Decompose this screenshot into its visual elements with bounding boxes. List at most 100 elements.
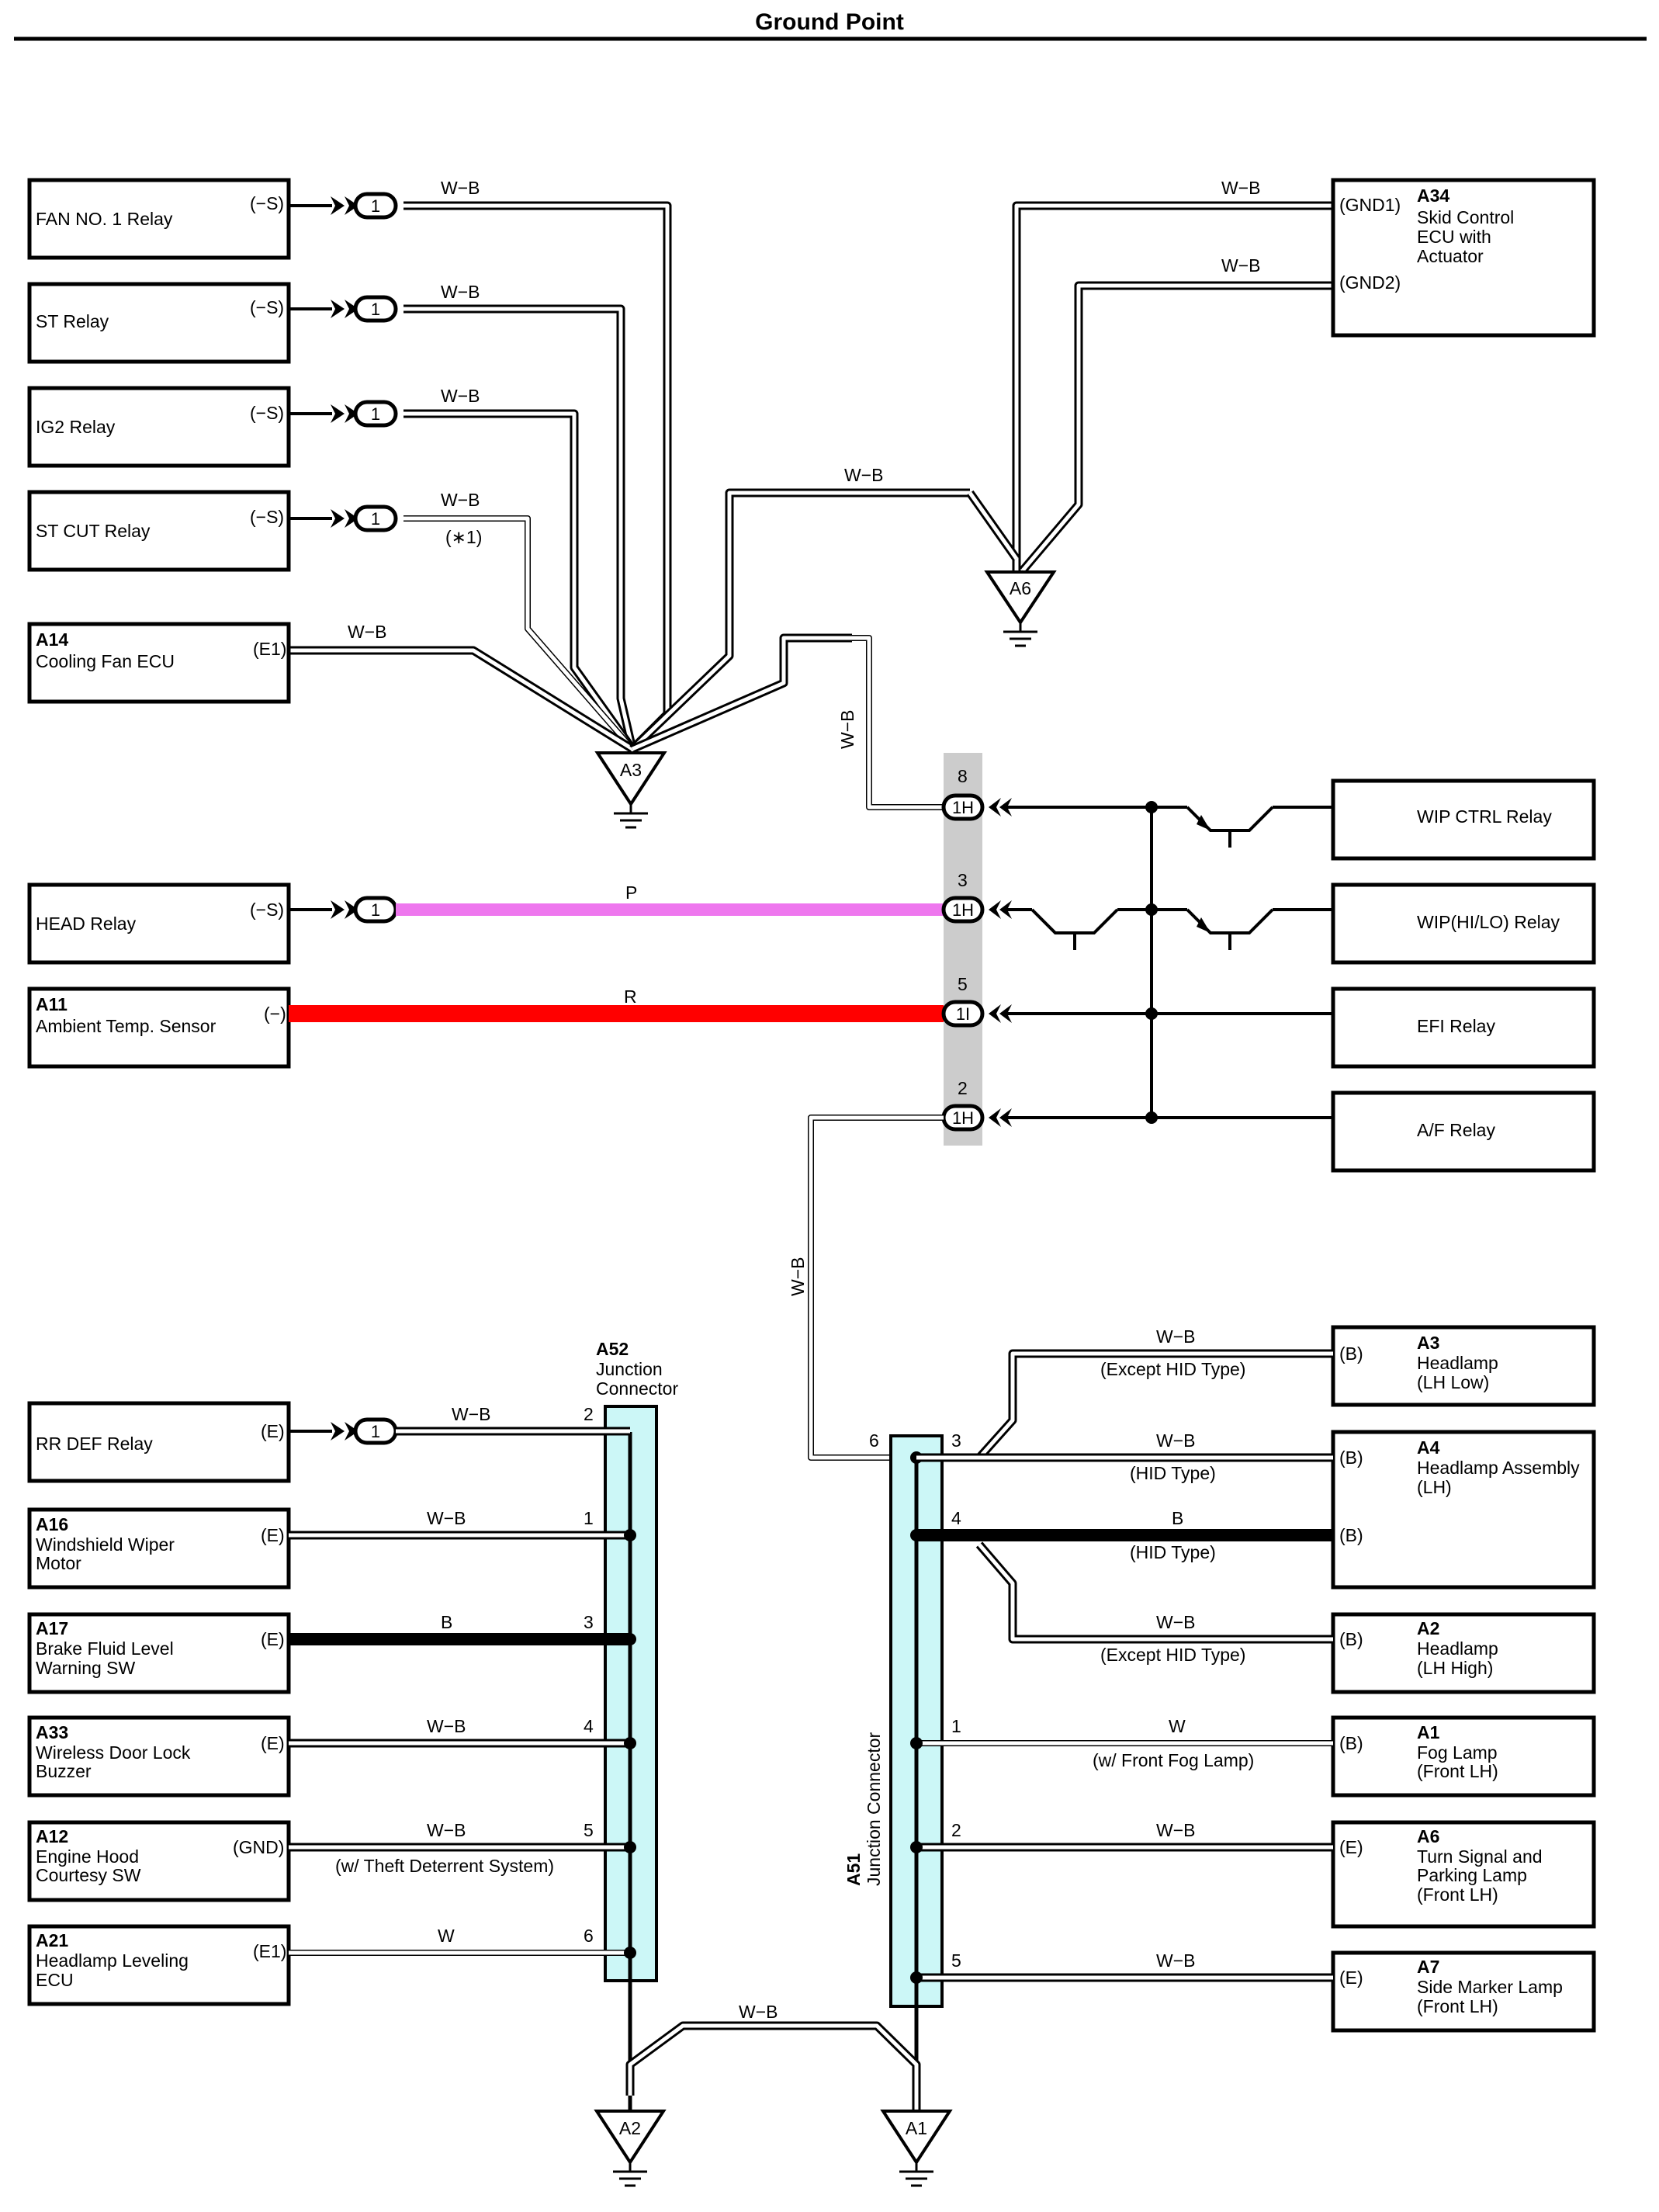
wire-label: W−B bbox=[441, 178, 480, 198]
note-star1: (∗1) bbox=[445, 527, 482, 547]
svg-text:A7: A7 bbox=[1417, 1957, 1439, 1977]
af-relay: A/F Relay bbox=[1331, 1090, 1596, 1173]
svg-text:Warning SW: Warning SW bbox=[36, 1658, 136, 1678]
wire-label: W−B bbox=[1221, 255, 1260, 276]
a17-brake-fluid-level-sw: A17 Brake Fluid Level Warning SW (E) bbox=[27, 1612, 291, 1694]
svg-text:A1: A1 bbox=[1417, 1722, 1440, 1742]
pin-label: 4 bbox=[584, 1716, 594, 1736]
a3-headlamp-lh-low: A3 Headlamp (LH Low) (B) bbox=[1331, 1325, 1596, 1407]
svg-text:(LH High): (LH High) bbox=[1417, 1658, 1493, 1678]
wire-label: W−B bbox=[441, 386, 480, 406]
svg-text:Engine Hood: Engine Hood bbox=[36, 1846, 139, 1867]
svg-text:(E): (E) bbox=[1339, 1968, 1363, 1988]
svg-text:Actuator: Actuator bbox=[1417, 246, 1484, 266]
connector-1-head: 1 bbox=[331, 896, 398, 924]
svg-text:Windshield Wiper: Windshield Wiper bbox=[36, 1534, 175, 1555]
note-hid: (HID Type) bbox=[1130, 1463, 1216, 1483]
efi-relay: EFI Relay bbox=[1331, 986, 1596, 1069]
connector-1-fan: 1 bbox=[331, 192, 398, 220]
svg-text:A11: A11 bbox=[36, 994, 68, 1014]
svg-text:(Front LH): (Front LH) bbox=[1417, 1996, 1498, 2016]
wire-to-a51 bbox=[808, 1115, 944, 1461]
head-relay: HEAD Relay (−S) bbox=[27, 882, 291, 965]
svg-text:Fog Lamp: Fog Lamp bbox=[1417, 1742, 1498, 1763]
pin-label: 6 bbox=[869, 1430, 879, 1451]
svg-text:Parking Lamp: Parking Lamp bbox=[1417, 1865, 1527, 1885]
svg-text:(E): (E) bbox=[261, 1629, 285, 1649]
svg-text:(Front LH): (Front LH) bbox=[1417, 1884, 1498, 1905]
svg-text:ST Relay: ST Relay bbox=[36, 311, 109, 331]
svg-text:(Front LH): (Front LH) bbox=[1417, 1761, 1498, 1781]
svg-text:(B): (B) bbox=[1339, 1733, 1363, 1753]
a52-label: A52 bbox=[596, 1339, 629, 1359]
svg-text:(E): (E) bbox=[261, 1421, 285, 1441]
svg-text:A3: A3 bbox=[620, 760, 642, 780]
st-cut-relay: ST CUT Relay (−S) bbox=[27, 490, 291, 572]
wire-label: P bbox=[625, 882, 637, 903]
svg-text:Ambient Temp. Sensor: Ambient Temp. Sensor bbox=[36, 1016, 216, 1036]
wire-label: W−B bbox=[837, 710, 857, 749]
svg-text:A17: A17 bbox=[36, 1618, 68, 1638]
svg-text:A34: A34 bbox=[1417, 185, 1449, 206]
svg-text:1: 1 bbox=[371, 404, 380, 424]
svg-text:1: 1 bbox=[371, 196, 380, 216]
wire-label: W−B bbox=[1221, 178, 1260, 198]
pin-label: 5 bbox=[951, 1950, 961, 1971]
pin-label: 1 bbox=[584, 1508, 594, 1528]
a12-engine-hood-courtesy-sw: A12 Engine Hood Courtesy SW (GND) bbox=[27, 1820, 291, 1902]
a6-turn-signal-parking-lamp: A6 Turn Signal and Parking Lamp (Front L… bbox=[1331, 1820, 1596, 1929]
connector-1-ig2: 1 bbox=[331, 400, 398, 428]
svg-text:1I: 1I bbox=[956, 1004, 970, 1024]
svg-text:ECU: ECU bbox=[36, 1970, 74, 1990]
svg-text:A2: A2 bbox=[619, 2118, 641, 2138]
ig2-relay: IG2 Relay (−S) bbox=[27, 386, 291, 468]
a1-fog-lamp: A1 Fog Lamp (Front LH) (B) bbox=[1331, 1715, 1596, 1798]
svg-text:(B): (B) bbox=[1339, 1448, 1363, 1468]
a4-headlamp-assembly: A4 Headlamp Assembly (LH) (B) (B) bbox=[1331, 1430, 1596, 1590]
connector-1h-pin8: 8 1H bbox=[941, 766, 1012, 821]
pin-label: 3 bbox=[584, 1612, 594, 1632]
wip-hilo-relay: WIP(HI/LO) Relay bbox=[1331, 882, 1596, 965]
svg-text:Headlamp Assembly: Headlamp Assembly bbox=[1417, 1458, 1580, 1478]
svg-text:EFI Relay: EFI Relay bbox=[1417, 1016, 1495, 1036]
svg-text:Headlamp Leveling: Headlamp Leveling bbox=[36, 1950, 189, 1971]
fan-no1-relay: FAN NO. 1 Relay (−S) bbox=[27, 178, 291, 260]
connector-1i-pin5: 5 1I bbox=[941, 974, 1012, 1028]
svg-text:(E): (E) bbox=[261, 1733, 285, 1753]
wip-ctrl-relay: WIP CTRL Relay bbox=[1331, 778, 1596, 861]
wire-label: W−B bbox=[441, 282, 480, 302]
svg-text:(E): (E) bbox=[261, 1525, 285, 1545]
note-hid: (HID Type) bbox=[1130, 1542, 1216, 1562]
wire-label: W−B bbox=[452, 1404, 490, 1424]
a16-windshield-wiper-motor: A16 Windshield Wiper Motor (E) bbox=[27, 1507, 291, 1590]
wire-label: W−B bbox=[844, 465, 883, 485]
svg-text:Skid Control: Skid Control bbox=[1417, 207, 1514, 227]
svg-text:1: 1 bbox=[371, 300, 380, 319]
wire-label: W bbox=[1169, 1716, 1186, 1736]
svg-text:A3: A3 bbox=[1417, 1333, 1439, 1353]
wire-label: B bbox=[441, 1612, 452, 1632]
wire-label: W−B bbox=[427, 1508, 466, 1528]
svg-text:(−S): (−S) bbox=[250, 900, 284, 920]
wire-label: R bbox=[624, 986, 637, 1007]
svg-text:(−): (−) bbox=[264, 1004, 286, 1024]
connector-1-st: 1 bbox=[331, 295, 398, 323]
svg-text:1H: 1H bbox=[952, 900, 974, 920]
svg-text:(−S): (−S) bbox=[250, 403, 284, 423]
wire-label: W−B bbox=[1156, 1430, 1195, 1451]
svg-text:Buzzer: Buzzer bbox=[36, 1761, 92, 1781]
wire-label: W−B bbox=[1156, 1950, 1195, 1971]
svg-text:Courtesy SW: Courtesy SW bbox=[36, 1865, 141, 1885]
svg-text:5: 5 bbox=[958, 974, 968, 994]
svg-text:Motor: Motor bbox=[36, 1553, 81, 1573]
wire-label: W−B bbox=[1156, 1326, 1195, 1347]
connector-1h-pin2: 2 1H bbox=[941, 1078, 1012, 1132]
svg-text:WIP(HI/LO) Relay: WIP(HI/LO) Relay bbox=[1417, 912, 1560, 932]
svg-text:(B): (B) bbox=[1339, 1525, 1363, 1545]
svg-text:2: 2 bbox=[958, 1078, 968, 1098]
wire-label: W−B bbox=[788, 1257, 808, 1296]
a21-headlamp-leveling-ecu: A21 Headlamp Leveling ECU (E1) bbox=[27, 1924, 291, 2006]
svg-text:(−S): (−S) bbox=[250, 193, 284, 213]
svg-text:(B): (B) bbox=[1339, 1343, 1363, 1364]
